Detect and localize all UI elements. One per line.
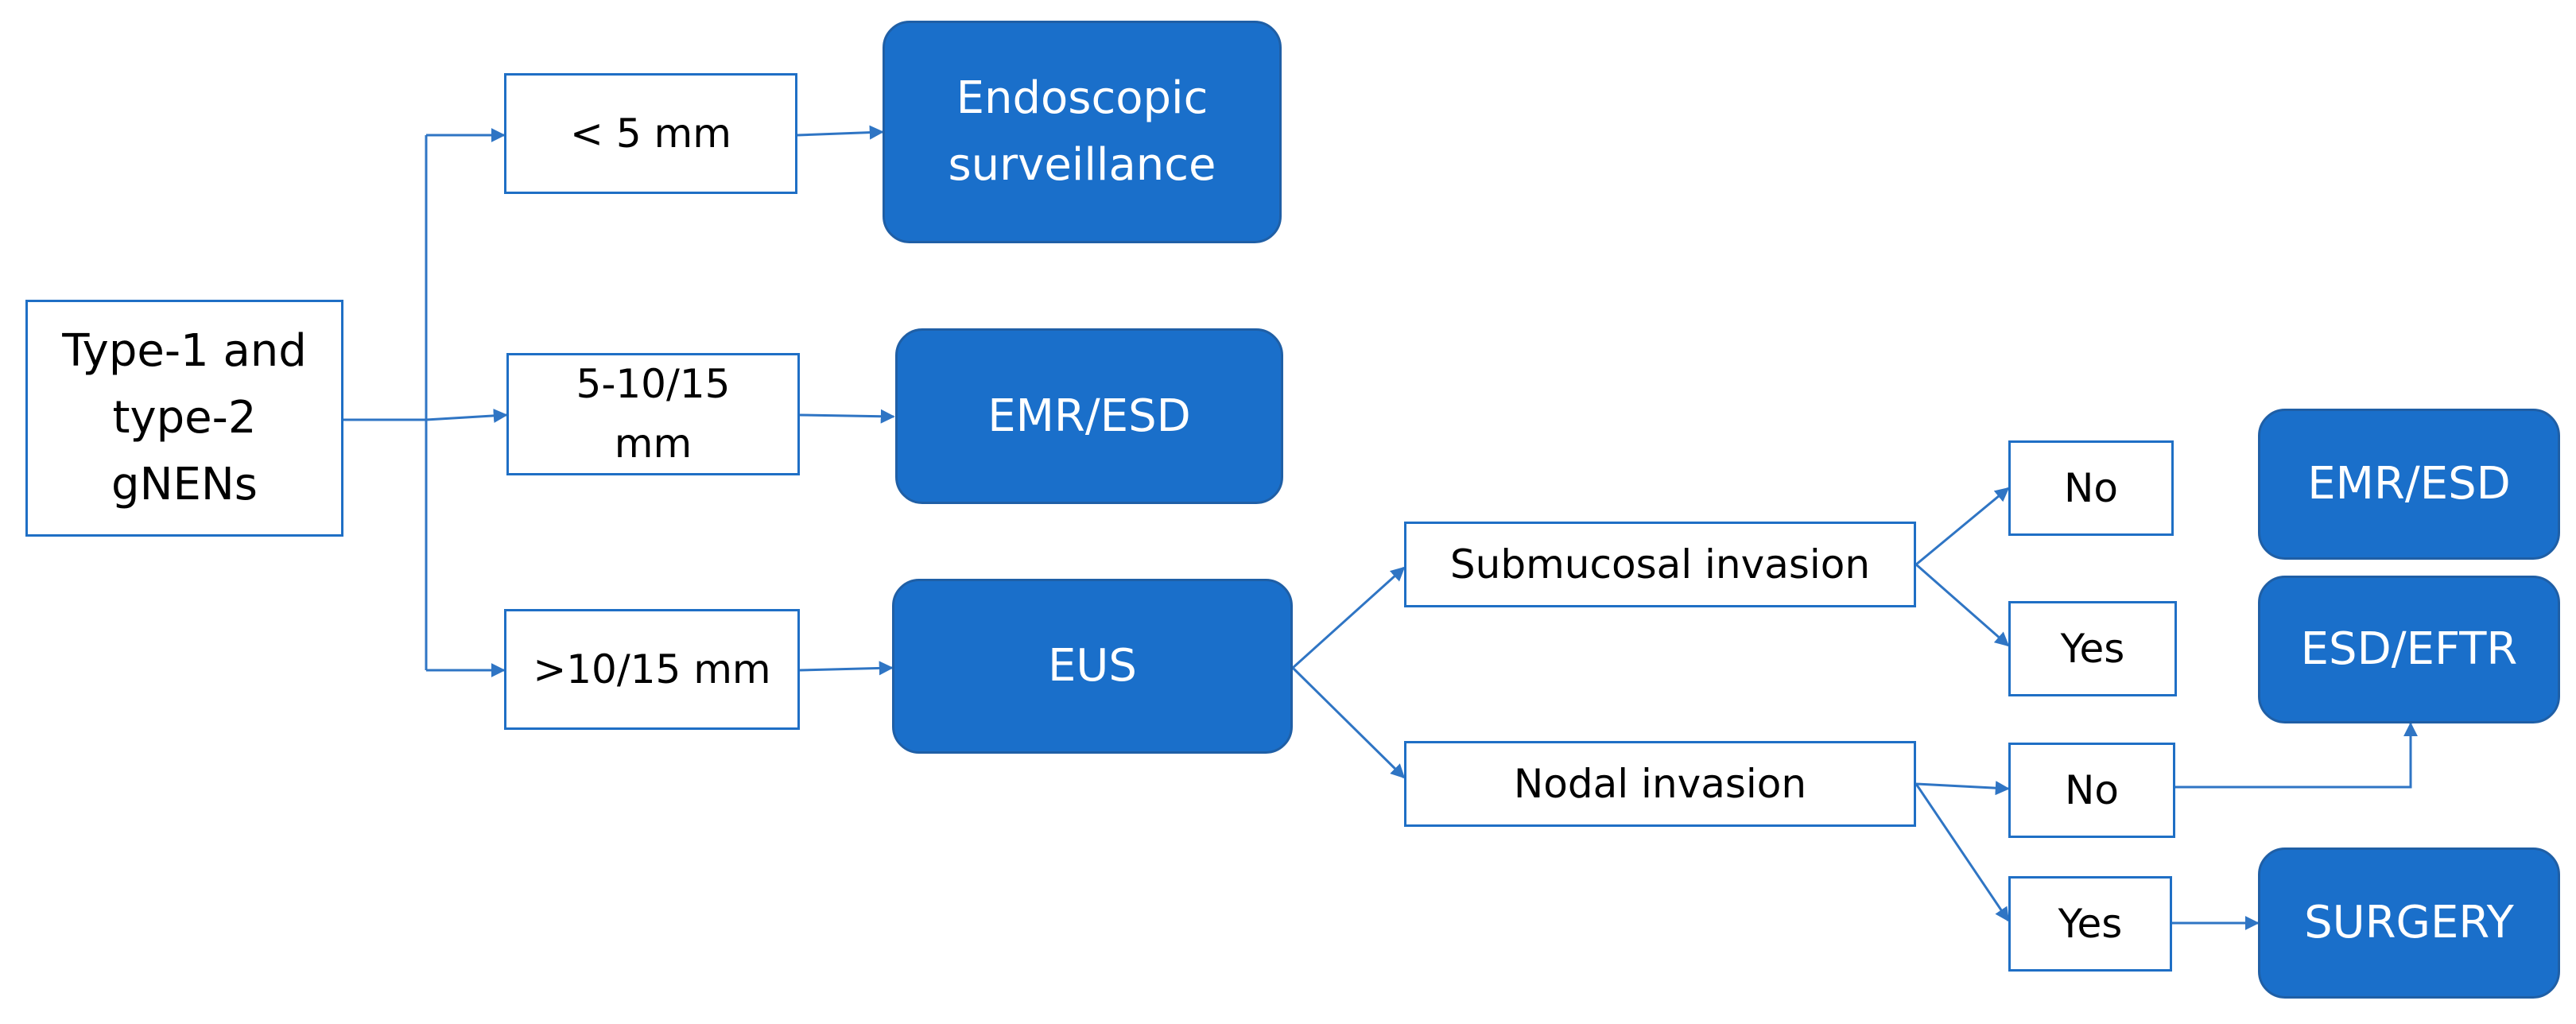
nodal-no-node: No [2008,743,2175,838]
edge-submucosal-no [1915,487,2010,566]
submucosal-invasion-node: Submucosal invasion [1404,522,1916,607]
endoscopic-surveillance-node: Endoscopic surveillance [883,21,1282,243]
edge-mid-emr [799,409,895,424]
edge-nodal-no-esd-eftr [2175,722,2418,789]
edge-to-mid [425,408,508,423]
nodal-invasion-node: Nodal invasion [1404,741,1916,827]
start-node: Type-1 and type-2 gNENs [25,300,343,537]
edge-nodal-yes [1915,783,2010,922]
esd-eftr-node: ESD/EFTR [2258,576,2560,723]
edge-eus-nodal [1291,666,1406,779]
edge-gt10-eus [799,661,894,676]
size-gt10-node: >10/15 mm [504,609,800,730]
surgery-node: SURGERY [2258,848,2560,999]
edge-submucosal-yes [1915,563,2010,647]
submucosal-yes-node: Yes [2008,601,2177,696]
edge-nodal-no [1915,781,2010,796]
nodal-yes-node: Yes [2008,876,2172,972]
emr-esd-node-1: EMR/ESD [895,328,1283,504]
eus-node: EUS [892,579,1293,754]
edge-eus-submucosal [1291,566,1406,669]
emr-esd-node-2: EMR/ESD [2258,409,2560,560]
edge-lt5-endoscopic [797,125,884,140]
size-mid-node: 5-10/15 mm [506,353,800,475]
size-lt5-node: < 5 mm [504,73,797,194]
submucosal-no-node: No [2008,440,2174,536]
